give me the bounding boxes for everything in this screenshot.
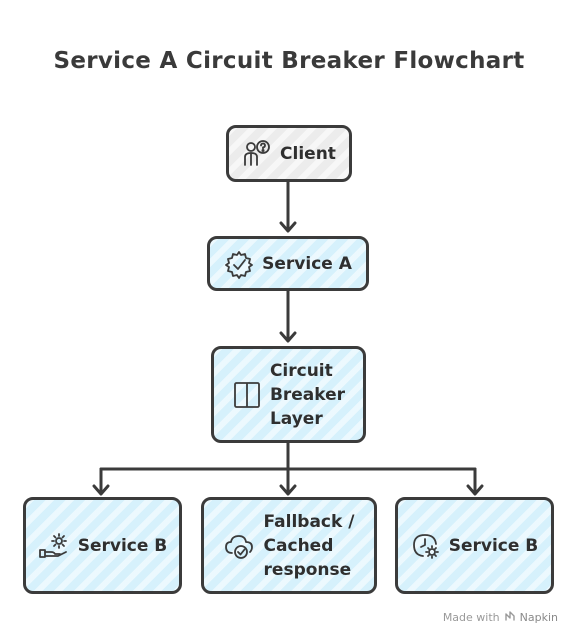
circuit-breaker-node: Circuit Breaker Layer — [211, 346, 366, 443]
watermark-prefix: Made with — [442, 611, 500, 624]
service-b-right-label: Service B — [448, 535, 539, 556]
split-panel-icon — [232, 380, 262, 410]
clock-gear-icon — [411, 531, 441, 561]
client-node: Client — [226, 125, 352, 182]
hand-gear-icon — [38, 531, 70, 561]
napkin-watermark[interactable]: Made with Napkin — [443, 610, 558, 625]
circuit-breaker-label: Circuit Breaker Layer — [269, 360, 346, 429]
fallback-label: Fallback / Cached response — [263, 511, 355, 580]
service-a-node: Service A — [207, 236, 369, 291]
service-b-right-node: Service B — [395, 497, 554, 594]
service-a-label: Service A — [262, 253, 352, 274]
gear-check-icon — [224, 249, 254, 279]
service-b-left-node: Service B — [23, 497, 182, 594]
napkin-logo-icon — [504, 610, 516, 625]
client-label: Client — [280, 143, 336, 164]
watermark-brand: Napkin — [519, 611, 558, 624]
client-question-icon — [242, 139, 272, 169]
cloud-check-icon — [224, 531, 256, 561]
page-title: Service A Circuit Breaker Flowchart — [53, 48, 525, 74]
service-b-left-label: Service B — [77, 535, 168, 556]
fallback-node: Fallback / Cached response — [201, 497, 377, 594]
